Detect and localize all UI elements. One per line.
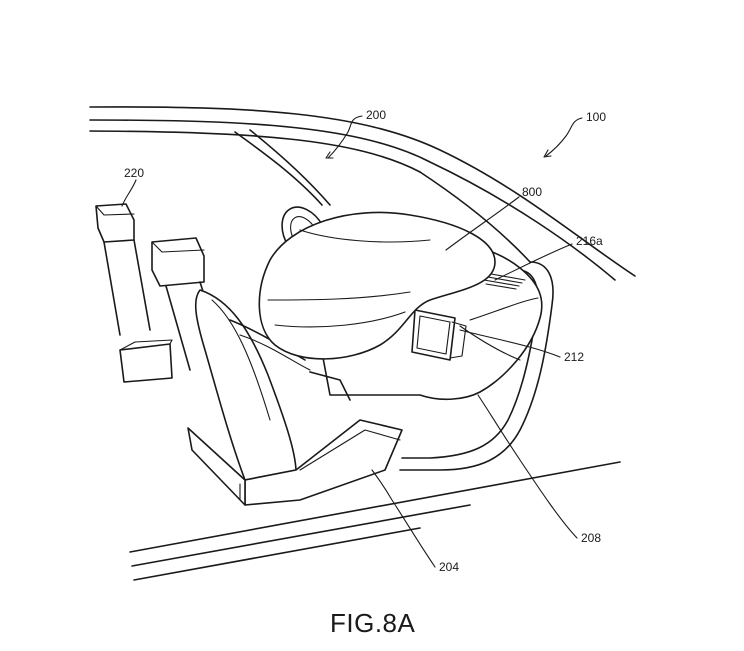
front-seat <box>151 237 403 506</box>
label-208: 208 <box>581 531 601 545</box>
display-screen <box>411 309 467 361</box>
label-100: 100 <box>586 110 606 124</box>
a-pillar <box>234 129 531 263</box>
figure-caption: FIG.8A <box>330 608 416 638</box>
label-220: 220 <box>124 166 144 180</box>
label-200: 200 <box>366 108 386 122</box>
label-800: 800 <box>522 185 542 199</box>
roof-lines <box>89 106 636 281</box>
label-212: 212 <box>564 350 584 364</box>
rear-seat <box>95 203 173 383</box>
label-204: 204 <box>439 560 459 574</box>
leader-lines <box>121 115 583 568</box>
floor-lines <box>129 461 621 581</box>
label-216a: 216a <box>576 234 603 248</box>
airbag <box>258 211 496 360</box>
